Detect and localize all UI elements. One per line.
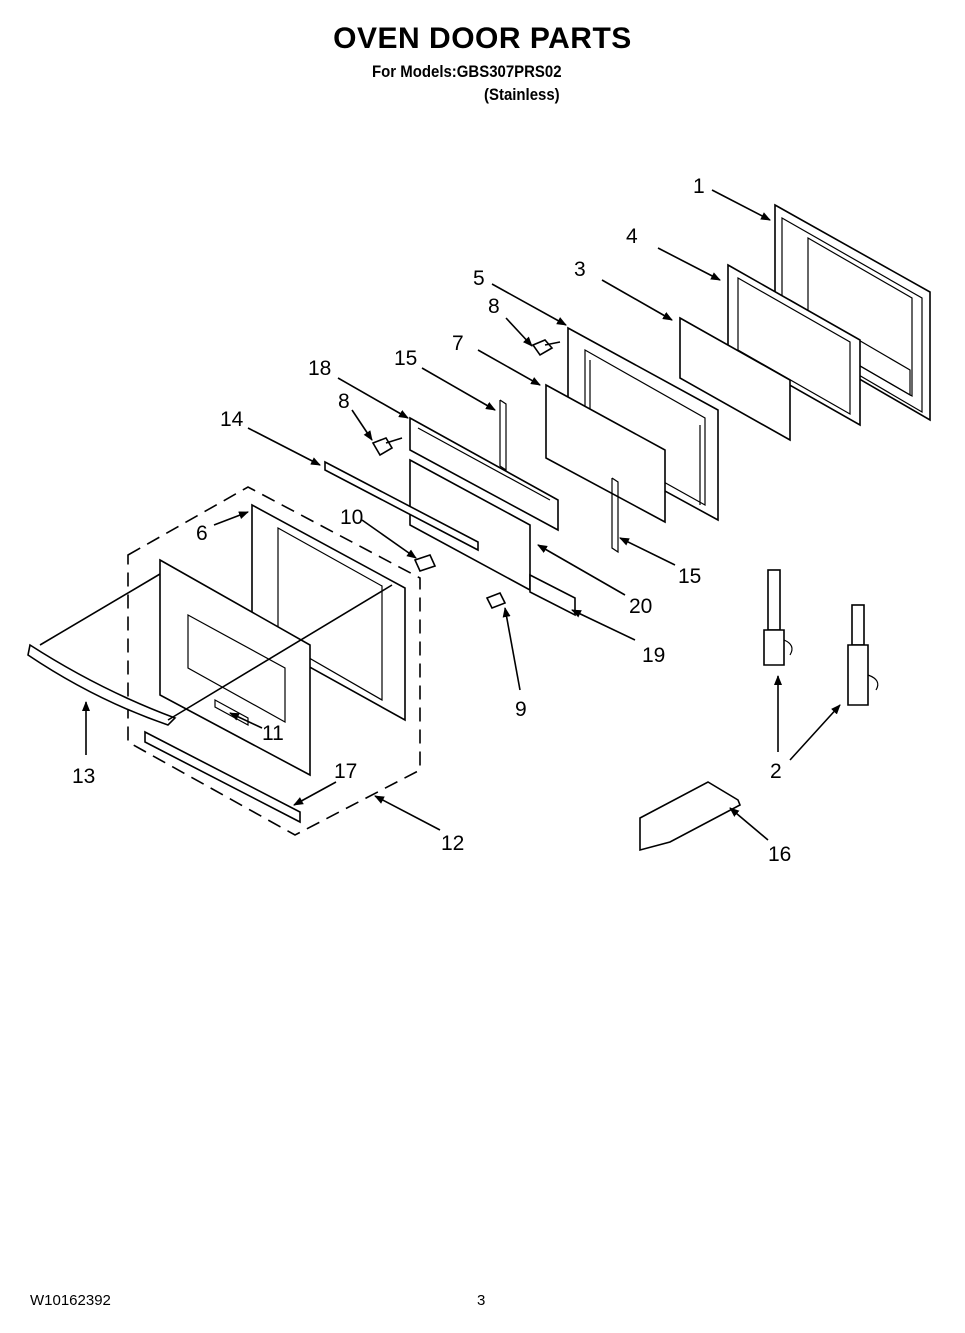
callout-6: 6 xyxy=(196,522,208,545)
callout-8-lower: 8 xyxy=(338,390,350,413)
part-glass-support xyxy=(499,399,619,554)
callout-15-lower: 15 xyxy=(678,565,701,588)
callout-leaders xyxy=(39,189,841,841)
callout-4: 4 xyxy=(626,225,638,248)
callout-11: 11 xyxy=(262,722,284,745)
part-shoulder-screw xyxy=(413,554,507,610)
part-door-frame xyxy=(727,263,861,427)
part-door-assembly-boundary xyxy=(127,486,421,836)
callout-16: 16 xyxy=(768,843,791,866)
callout-8-upper: 8 xyxy=(488,295,500,318)
callout-18: 18 xyxy=(308,357,331,380)
part-front-panel xyxy=(159,558,311,777)
callout-3: 3 xyxy=(574,258,586,281)
part-rear-frame xyxy=(251,503,406,722)
callout-17: 17 xyxy=(334,760,357,783)
callout-10: 10 xyxy=(340,506,363,529)
callout-labels: 1 4 3 5 8 7 15 18 8 14 6 10 15 20 19 9 1… xyxy=(72,175,791,866)
part-outer-glass xyxy=(679,316,791,442)
part-bracket xyxy=(409,416,559,532)
callout-20: 20 xyxy=(629,595,652,618)
callout-5: 5 xyxy=(473,267,485,290)
document-number: W10162392 xyxy=(30,1292,111,1309)
model-number: For Models:GBS307PRS02 xyxy=(372,62,562,81)
part-inner-glass xyxy=(545,383,666,524)
callout-14: 14 xyxy=(220,408,244,431)
callout-13: 13 xyxy=(72,765,95,788)
callout-1: 1 xyxy=(693,175,705,198)
page-title: OVEN DOOR PARTS xyxy=(333,22,632,55)
part-vent-strip xyxy=(324,460,479,552)
callout-2: 2 xyxy=(770,760,782,783)
part-screw xyxy=(371,339,561,457)
part-small-plate xyxy=(529,573,576,617)
callout-9: 9 xyxy=(515,698,527,721)
callout-12: 12 xyxy=(441,832,464,855)
page-number: 3 xyxy=(477,1292,486,1309)
callout-19: 19 xyxy=(642,644,665,667)
callout-7: 7 xyxy=(452,332,464,355)
part-bottom-trim xyxy=(144,730,301,824)
callout-15-upper: 15 xyxy=(394,347,417,370)
part-hinge xyxy=(763,569,879,706)
model-variant: (Stainless) xyxy=(484,85,560,104)
part-support-bracket xyxy=(639,781,742,852)
part-handle xyxy=(27,643,177,726)
